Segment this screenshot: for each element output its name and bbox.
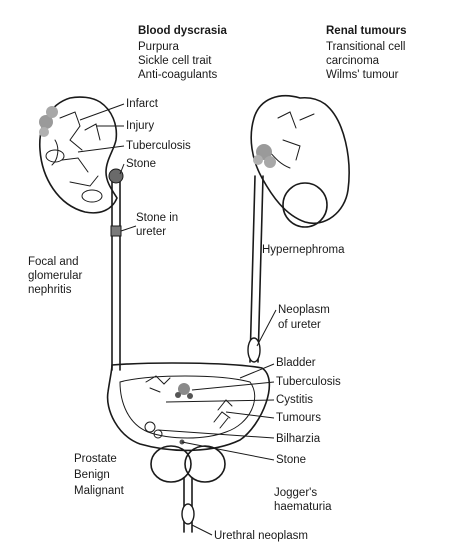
blood-dyscrasia-item: Purpura (138, 41, 179, 53)
left-kidney-infarct-shading (39, 106, 58, 137)
label-nephritis-3: nephritis (28, 284, 72, 296)
blood-dyscrasia-item: Anti-coagulants (138, 69, 218, 81)
label-prostate-benign: Benign (74, 469, 110, 481)
label-prostate-malignant: Malignant (74, 485, 124, 497)
renal-tumours-item: Transitional cell (326, 41, 406, 53)
leader-lines (77, 103, 277, 536)
urethra (181, 477, 195, 533)
left-ureter (110, 181, 122, 371)
label-kidney-tuberculosis: Tuberculosis (126, 140, 191, 152)
label-joggers-1: Jogger's (274, 487, 318, 499)
renal-tumours-item: Wilms' tumour (326, 69, 399, 81)
blood-dyscrasia-heading: Blood dyscrasia (138, 25, 227, 37)
label-kidney-stone: Stone (126, 158, 157, 170)
label-nephritis-2: glomerular (28, 270, 83, 282)
right-kidney (250, 94, 350, 228)
label-prostate: Prostate (74, 453, 117, 465)
left-kidney-stone (108, 168, 124, 184)
label-stone-in-ureter-1: Stone in (136, 212, 179, 224)
label-infarct: Infarct (126, 98, 158, 110)
label-bilharzia: Bilharzia (276, 433, 321, 445)
renal-tumours-item: carcinoma (326, 55, 380, 67)
label-neoplasm-ureter-2: of ureter (278, 319, 321, 331)
label-bladder-tuberculosis: Tuberculosis (276, 376, 341, 388)
prostate (150, 445, 226, 483)
label-neoplasm-ureter-1: Neoplasm (278, 304, 330, 316)
label-stone-in-ureter-2: ureter (136, 226, 167, 238)
bladder (106, 362, 271, 452)
label-joggers-2: haematuria (274, 501, 332, 513)
label-nephritis-1: Focal and (28, 256, 79, 268)
right-ureter (247, 175, 264, 363)
label-bladder-stone: Stone (276, 454, 307, 466)
label-urethral-neoplasm: Urethral neoplasm (214, 530, 308, 542)
label-cystitis: Cystitis (276, 394, 314, 406)
blood-dyscrasia-item: Sickle cell trait (138, 55, 212, 67)
label-injury: Injury (126, 120, 155, 132)
label-tumours: Tumours (276, 412, 321, 424)
label-hypernephroma: Hypernephroma (262, 244, 345, 256)
right-kidney-tumour-shading (253, 144, 276, 168)
renal-tumours-heading: Renal tumours (326, 25, 407, 37)
label-bladder: Bladder (276, 357, 316, 369)
